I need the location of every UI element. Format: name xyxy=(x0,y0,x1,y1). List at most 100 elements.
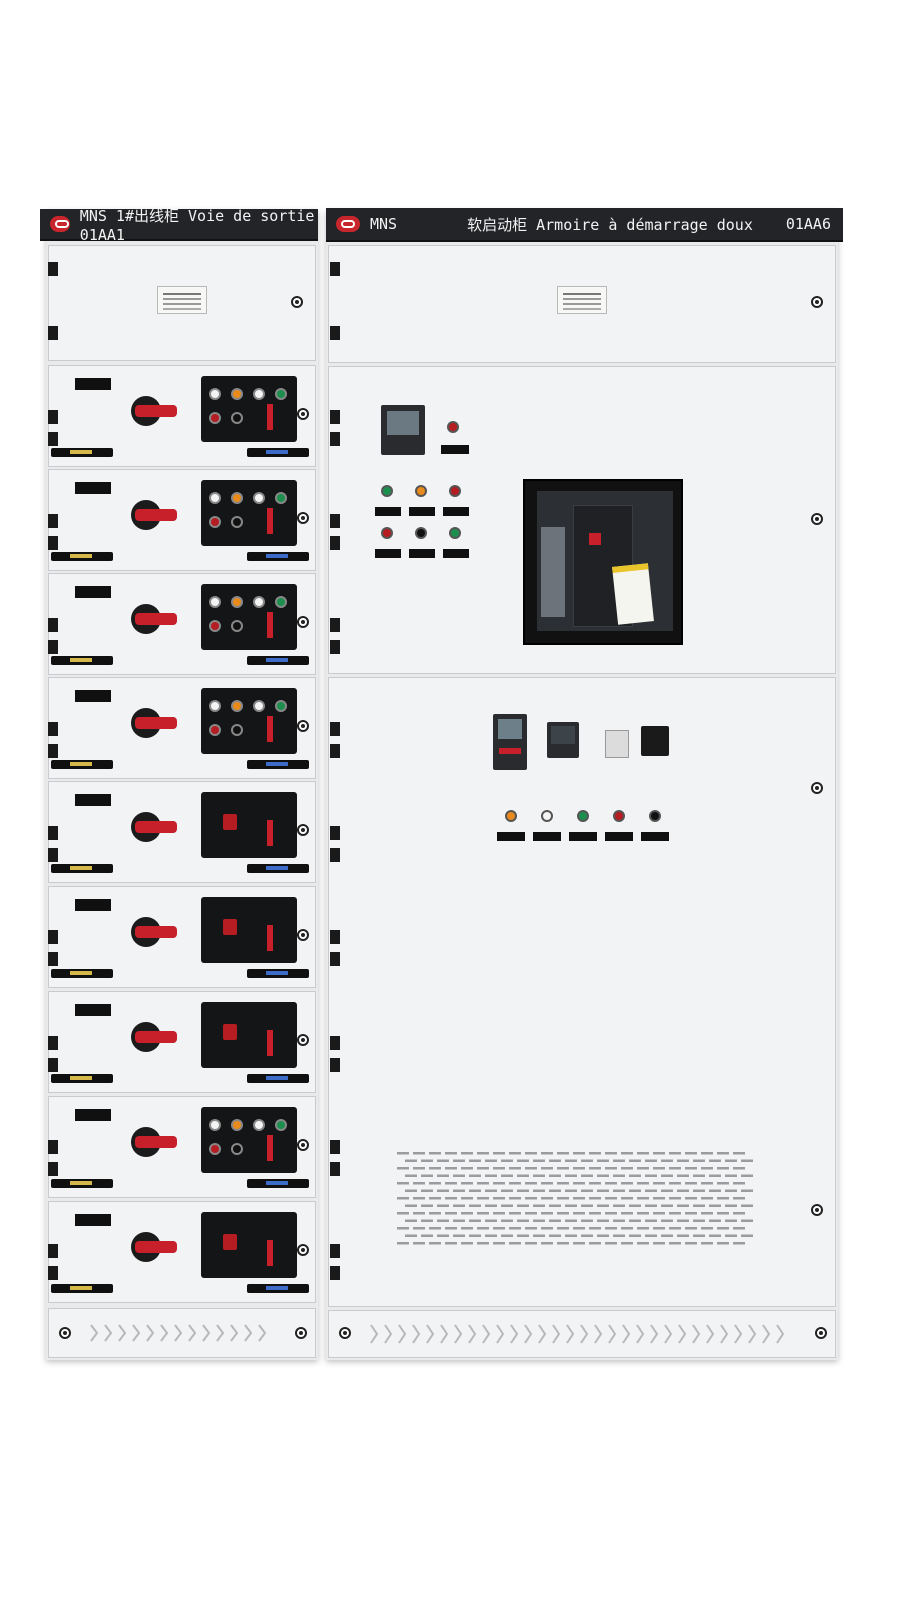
side-hinge xyxy=(48,410,58,424)
drawer-control-panel xyxy=(201,688,297,754)
side-hinge xyxy=(330,1244,340,1258)
lamp-tag xyxy=(409,507,435,516)
indicator-lamp-icon xyxy=(231,596,243,608)
side-hinge xyxy=(48,952,58,966)
indicator-lamp-icon xyxy=(275,596,287,608)
side-hinge xyxy=(48,262,58,276)
indicator-lamp-icon xyxy=(209,1119,221,1131)
drawer-unit xyxy=(48,365,316,467)
side-hinge xyxy=(48,1058,58,1072)
side-hinge xyxy=(330,1266,340,1280)
indicator-lamp-icon xyxy=(209,388,221,400)
indicator-lamp-icon xyxy=(253,1119,265,1131)
small-module xyxy=(605,730,629,758)
push-button-icon[interactable] xyxy=(223,814,237,830)
drawer-handle-left[interactable] xyxy=(51,760,113,769)
interlock-strip xyxy=(267,716,273,742)
indicator-lamp-icon xyxy=(275,1119,287,1131)
indicator-lamp-icon xyxy=(231,516,243,528)
panel-bolt-icon xyxy=(297,1034,309,1046)
lamp-tag xyxy=(443,549,469,558)
indicator-lamp-icon xyxy=(505,810,517,822)
indicator-lamp-icon xyxy=(231,492,243,504)
indicator-lamp-icon xyxy=(209,620,221,632)
drawer-control-panel xyxy=(201,1107,297,1173)
rotary-switch-icon[interactable] xyxy=(131,917,177,947)
drawer-name-tag xyxy=(75,794,111,806)
rotary-switch-icon[interactable] xyxy=(131,1232,177,1262)
drawer-handle-left[interactable] xyxy=(51,969,113,978)
right-breaker-panel xyxy=(328,366,836,674)
drawer-handle-left[interactable] xyxy=(51,448,113,457)
left-top-panel xyxy=(48,245,316,361)
push-button-icon[interactable] xyxy=(223,1234,237,1250)
drawer-unit xyxy=(48,1201,316,1303)
side-hinge xyxy=(330,722,340,736)
indicator-lamp-icon xyxy=(275,388,287,400)
side-hinge xyxy=(48,1266,58,1280)
rotary-switch-icon[interactable] xyxy=(131,1127,177,1157)
drawer-handle-right[interactable] xyxy=(247,969,309,978)
drawer-handle-right[interactable] xyxy=(247,1284,309,1293)
right-top-panel xyxy=(328,245,836,363)
interlock-strip xyxy=(267,1030,273,1056)
drawer-handle-left[interactable] xyxy=(51,1074,113,1083)
push-button-icon[interactable] xyxy=(223,919,237,935)
indicator-lamp-icon xyxy=(209,516,221,528)
drawer-handle-right[interactable] xyxy=(247,448,309,457)
indicator-lamp-icon xyxy=(275,492,287,504)
side-hinge xyxy=(48,1140,58,1154)
indicator-lamp-icon xyxy=(649,810,661,822)
lamp-tag xyxy=(409,549,435,558)
selector-switch-icon[interactable] xyxy=(415,527,427,539)
drawer-name-tag xyxy=(75,482,111,494)
indicator-lamp-icon xyxy=(253,388,265,400)
left-plinth xyxy=(48,1308,316,1358)
drawer-handle-right[interactable] xyxy=(247,1179,309,1188)
rotary-switch-icon[interactable] xyxy=(131,708,177,738)
drawer-handle-right[interactable] xyxy=(247,552,309,561)
rotary-switch-icon[interactable] xyxy=(131,396,177,426)
indicator-lamp-icon xyxy=(449,527,461,539)
indicator-lamp-icon xyxy=(231,1143,243,1155)
push-button-icon[interactable] xyxy=(223,1024,237,1040)
drawer-handle-left[interactable] xyxy=(51,864,113,873)
side-hinge xyxy=(330,744,340,758)
company-logo-icon xyxy=(50,216,70,232)
lamp-tag xyxy=(497,832,525,841)
right-softstarter-panel xyxy=(328,677,836,1307)
drawer-handle-right[interactable] xyxy=(247,656,309,665)
drawer-unit xyxy=(48,1096,316,1198)
panel-bolt-icon xyxy=(297,929,309,941)
indicator-lamp-icon xyxy=(231,724,243,736)
rotary-switch-icon[interactable] xyxy=(131,1022,177,1052)
rotary-switch-icon[interactable] xyxy=(131,812,177,842)
indicator-lamp-icon xyxy=(381,527,393,539)
side-hinge xyxy=(330,1140,340,1154)
rotary-switch-icon[interactable] xyxy=(131,604,177,634)
interlock-strip xyxy=(267,925,273,951)
drawer-handle-left[interactable] xyxy=(51,656,113,665)
side-hinge xyxy=(48,722,58,736)
lamp-tag xyxy=(605,832,633,841)
interlock-strip xyxy=(267,820,273,846)
drawer-handle-right[interactable] xyxy=(247,760,309,769)
side-hinge xyxy=(330,952,340,966)
right-plinth xyxy=(328,1310,836,1358)
drawer-handle-left[interactable] xyxy=(51,1179,113,1188)
side-hinge xyxy=(330,262,340,276)
right-cabinet-code: 01AA6 xyxy=(785,215,831,233)
interlock-strip xyxy=(267,1240,273,1266)
drawer-handle-left[interactable] xyxy=(51,1284,113,1293)
drawer-handle-right[interactable] xyxy=(247,1074,309,1083)
right-cabinet-header: MNS 软启动柜 Armoire à démarrage doux 01AA6 xyxy=(326,208,843,242)
side-hinge xyxy=(330,640,340,654)
drawer-unit xyxy=(48,573,316,675)
drawer-handle-left[interactable] xyxy=(51,552,113,561)
power-meter xyxy=(381,405,425,455)
rotary-switch-icon[interactable] xyxy=(131,500,177,530)
drawer-handle-right[interactable] xyxy=(247,864,309,873)
side-hinge xyxy=(330,1058,340,1072)
drawer-name-tag xyxy=(75,1109,111,1121)
right-cabinet-brand: MNS xyxy=(370,215,398,233)
